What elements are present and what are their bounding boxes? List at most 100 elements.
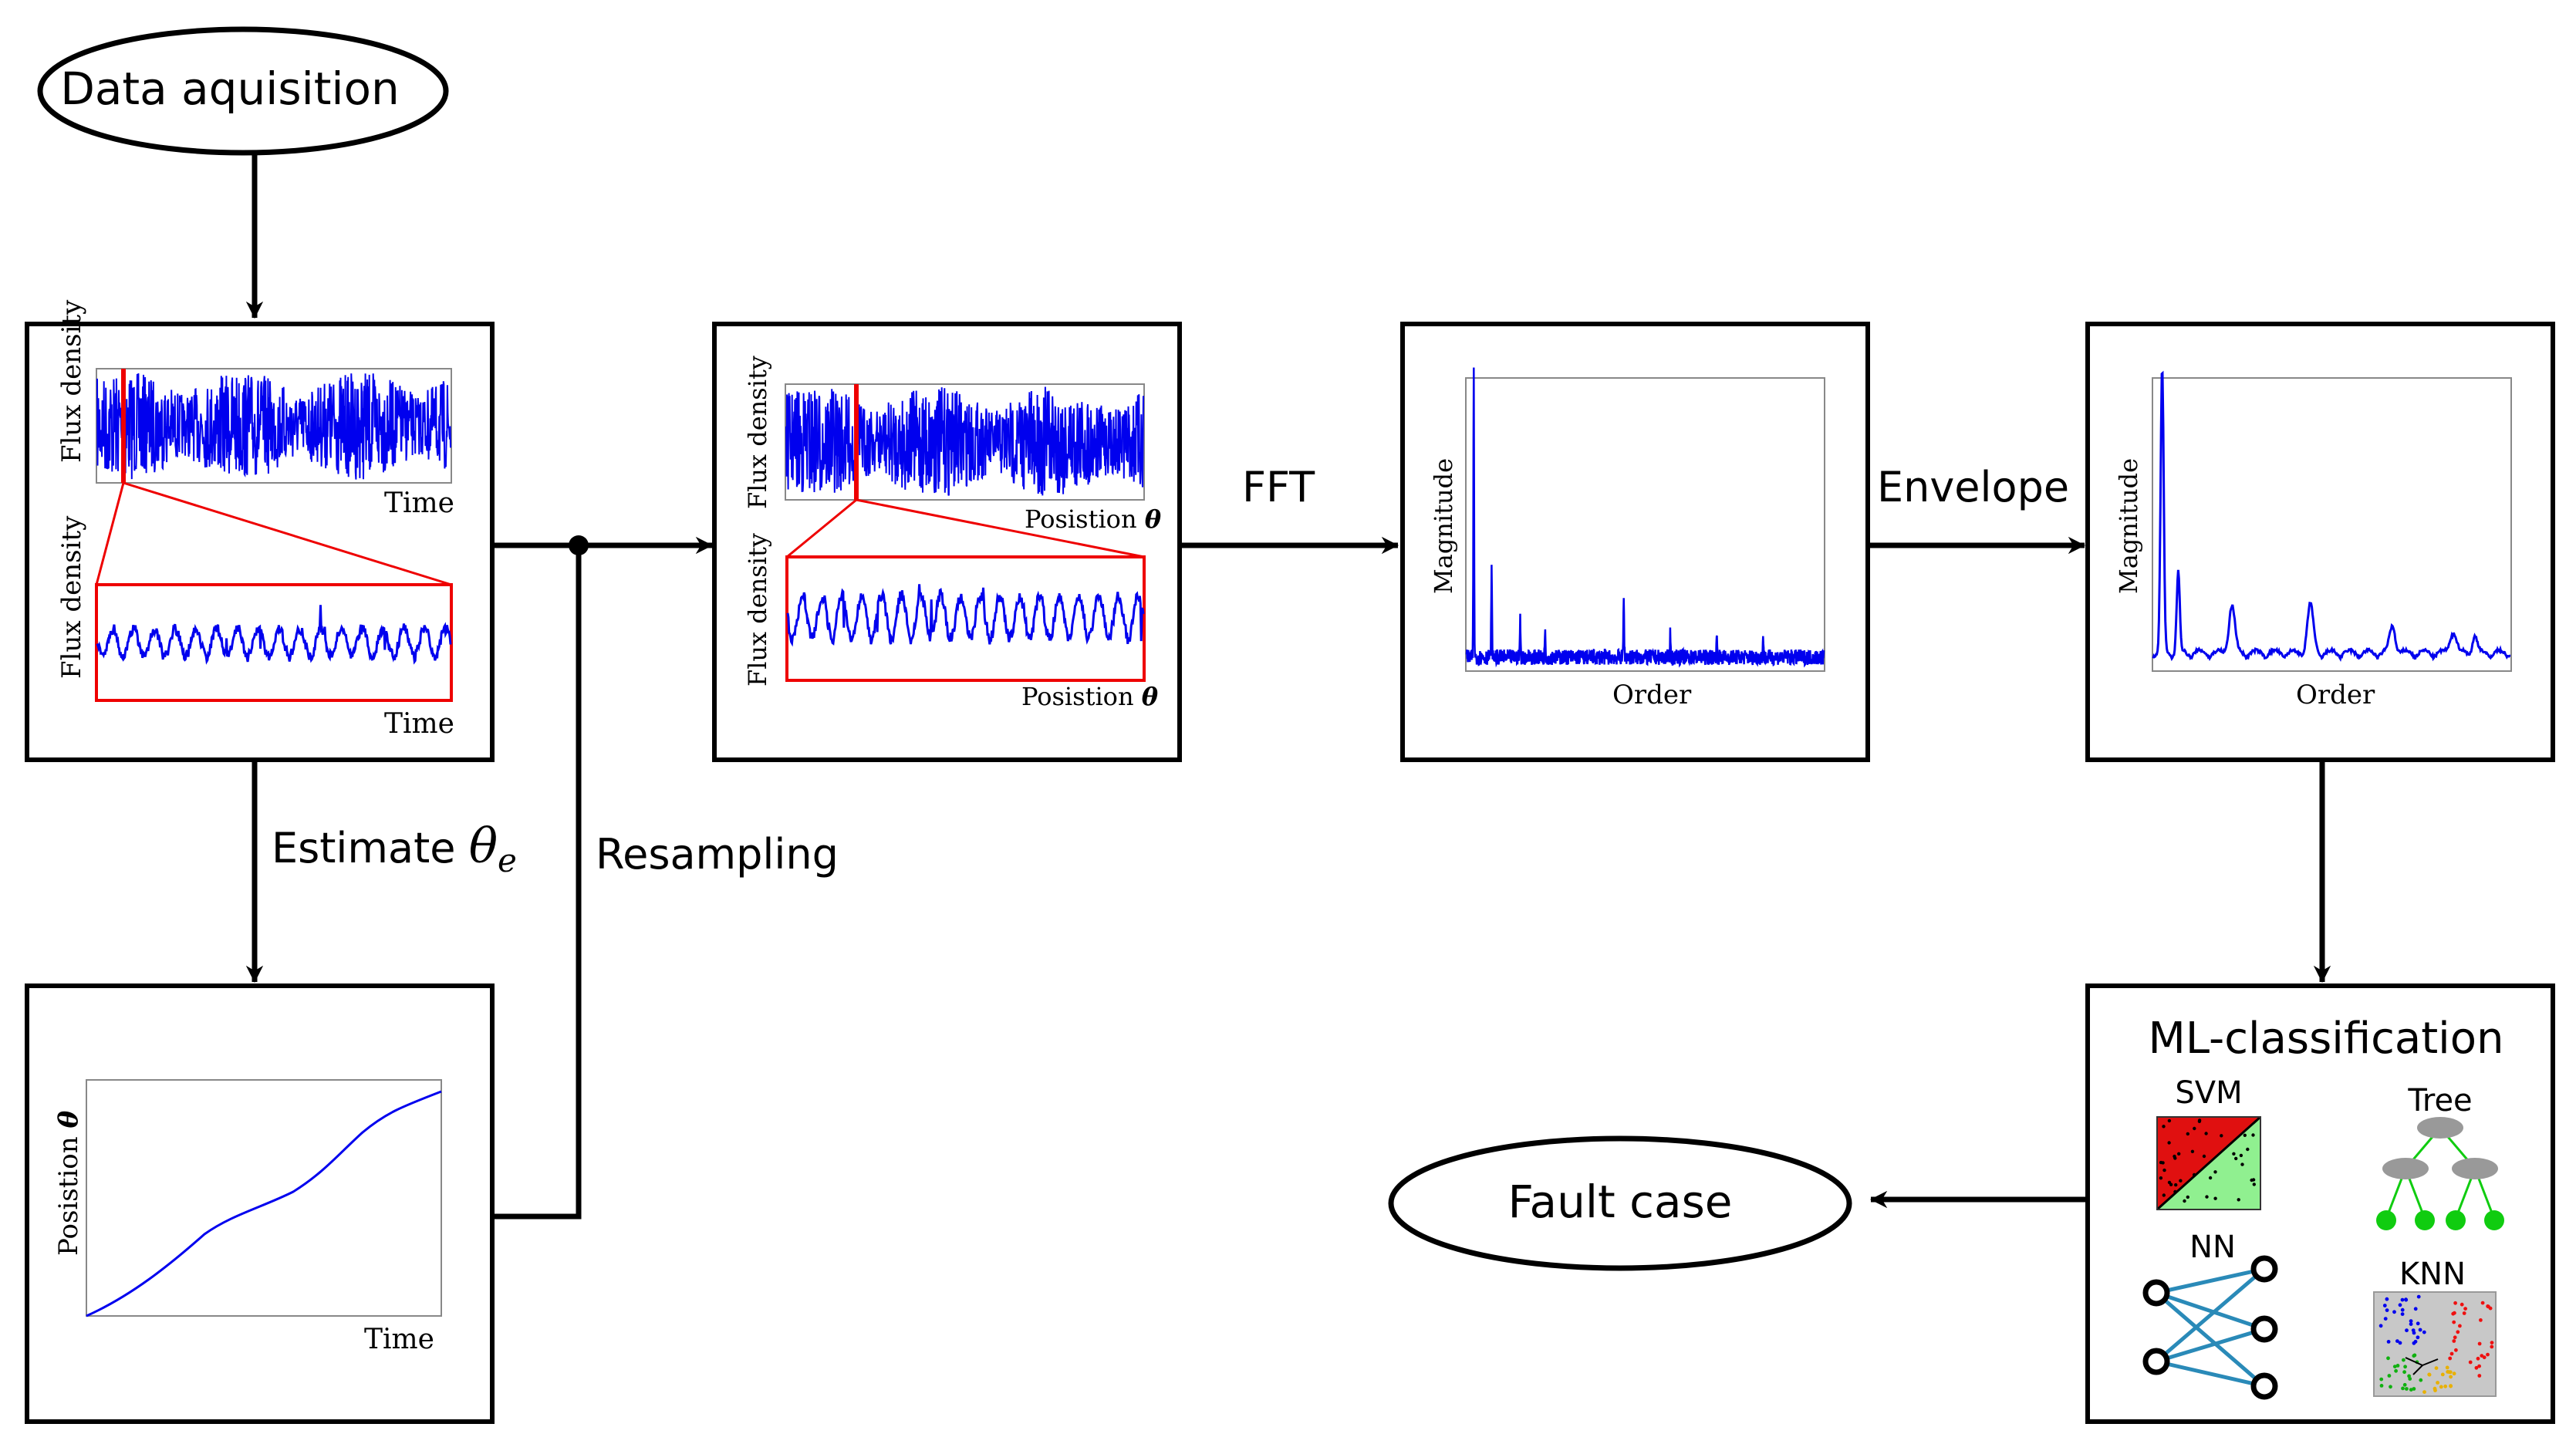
knn-point — [2449, 1351, 2454, 1356]
svm-point — [2174, 1183, 2178, 1187]
time-xlabel-zoom: Time — [384, 708, 454, 740]
knn-point — [2392, 1310, 2396, 1314]
svm-point — [2179, 1179, 2183, 1183]
resampled-flux-signal — [785, 386, 1144, 496]
knn-point — [2403, 1365, 2408, 1369]
flux-density-ylabel: Flux density — [56, 299, 87, 463]
svm-point — [2213, 1170, 2217, 1174]
resampling-line — [494, 545, 582, 1220]
time-xlabel: Time — [384, 488, 454, 519]
svm-point — [2186, 1132, 2189, 1136]
svm-point — [2186, 1195, 2189, 1199]
knn-point — [2439, 1385, 2443, 1389]
svm-point — [2251, 1133, 2255, 1137]
knn-point — [2416, 1335, 2420, 1340]
knn-point — [2463, 1307, 2468, 1311]
knn-point — [2402, 1370, 2407, 1375]
svm-point — [2237, 1198, 2240, 1202]
flux-density-ylabel-resampled: Flux density — [743, 356, 772, 509]
knn-point — [2378, 1324, 2383, 1328]
knn-point — [2449, 1375, 2453, 1379]
position-curve — [86, 1090, 442, 1317]
knn-point — [2449, 1384, 2453, 1388]
knn-point — [2385, 1297, 2389, 1301]
knn-point — [2412, 1354, 2416, 1358]
knn-point — [2398, 1341, 2402, 1345]
knn-point — [2385, 1308, 2389, 1312]
svm-point — [2167, 1118, 2172, 1123]
knn-point — [2418, 1328, 2422, 1332]
svm-point — [2208, 1176, 2213, 1180]
flux-density-ylabel-resampled-zoom: Flux density — [743, 533, 772, 687]
knn-point — [2474, 1365, 2479, 1370]
knn-point — [2452, 1320, 2456, 1324]
svm-point — [2193, 1126, 2196, 1131]
knn-point — [2386, 1340, 2391, 1344]
knn-point — [2434, 1366, 2439, 1370]
knn-point — [2379, 1384, 2384, 1388]
zoom-line-right — [123, 481, 452, 586]
knn-point — [2480, 1301, 2485, 1305]
knn-point — [2456, 1330, 2460, 1334]
svm-point — [2159, 1160, 2163, 1165]
svm-points — [2159, 1118, 2256, 1203]
order-xlabel: Order — [1612, 680, 1692, 710]
knn-point — [2413, 1307, 2418, 1311]
tree-label: Tree — [2407, 1083, 2472, 1118]
knn-point — [2401, 1386, 2405, 1391]
zoom-line-left — [95, 482, 125, 585]
svm-point — [2173, 1189, 2177, 1194]
magnitude-ylabel-envelope: Magnitude — [2114, 458, 2143, 594]
knn-point — [2486, 1352, 2490, 1357]
envelope-label: Envelope — [1877, 463, 2069, 511]
svm-point — [2252, 1183, 2256, 1186]
knn-point — [2405, 1328, 2409, 1333]
svm-point — [2204, 1132, 2208, 1135]
nn-label: NN — [2189, 1230, 2236, 1265]
ml-classification-title: ML-classification — [2149, 1014, 2504, 1064]
knn-point — [2416, 1294, 2421, 1299]
knn-point — [2453, 1311, 2456, 1315]
knn-point — [2408, 1377, 2412, 1381]
knn-point — [2409, 1322, 2413, 1326]
knn-point — [2379, 1377, 2384, 1382]
knn-point — [2409, 1319, 2413, 1323]
knn-point — [2440, 1372, 2445, 1377]
svm-point — [2162, 1193, 2166, 1197]
knn-point — [2395, 1339, 2399, 1343]
knn-point — [2445, 1365, 2449, 1370]
ml-classification-box: ML-classification SVM Tree — [2085, 983, 2555, 1424]
knn-point — [2402, 1358, 2406, 1362]
fft-spectrum-curve — [1465, 367, 1825, 668]
envelope-spectrum-box: Magnitude Order — [2085, 322, 2555, 762]
estimate-label: Estimate θe — [272, 818, 517, 879]
knn-point — [2398, 1303, 2402, 1307]
knn-point — [2447, 1370, 2452, 1375]
knn-point — [2488, 1306, 2493, 1311]
knn-point — [2405, 1387, 2409, 1391]
decision-tree-icon — [2376, 1117, 2504, 1230]
neural-network-icon — [2142, 1255, 2278, 1400]
knn-point — [2443, 1384, 2448, 1388]
knn-point — [2486, 1304, 2490, 1308]
knn-point — [2460, 1302, 2464, 1307]
svm-point — [2197, 1119, 2202, 1124]
knn-point — [2386, 1356, 2390, 1361]
svm-point — [2240, 1162, 2244, 1166]
knn-point — [2453, 1335, 2457, 1340]
position-ylabel: Posistion θ — [53, 1111, 84, 1256]
position-xlabel-zoom: Posistion θ — [1021, 682, 1159, 711]
data-acquisition-node: Data aquisition — [37, 26, 449, 156]
knn-point — [2382, 1304, 2387, 1307]
knn-point — [2411, 1328, 2416, 1332]
svm-point — [2250, 1178, 2254, 1183]
knn-point — [2400, 1312, 2405, 1316]
knn-point — [2422, 1330, 2426, 1334]
knn-point — [2480, 1354, 2484, 1358]
raw-flux-signal — [96, 373, 451, 480]
knn-point — [2387, 1374, 2392, 1378]
knn-point — [2468, 1360, 2473, 1365]
knn-point — [2477, 1341, 2482, 1346]
svm-point — [2213, 1196, 2217, 1200]
knn-point — [2413, 1339, 2418, 1344]
